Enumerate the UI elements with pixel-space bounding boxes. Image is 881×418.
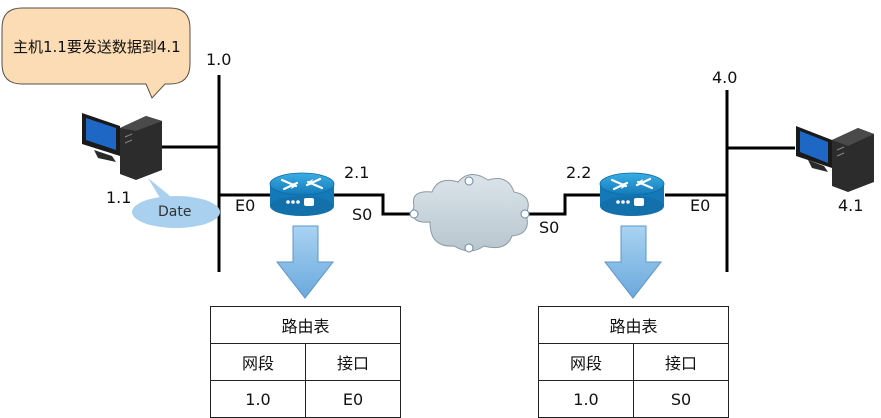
port-s0-right-label: S0 bbox=[539, 218, 560, 237]
arrow-down-left-icon bbox=[275, 225, 335, 299]
routing-table-title: 路由表 bbox=[538, 306, 729, 344]
table-row: 1.0 S0 bbox=[538, 380, 729, 418]
network-right-label: 4.0 bbox=[712, 68, 738, 87]
packet-label: Date bbox=[158, 204, 192, 220]
cell-interface: S0 bbox=[633, 380, 729, 418]
column-header-interface: 接口 bbox=[633, 343, 729, 381]
host-left-label: 1.1 bbox=[106, 188, 132, 207]
routing-table-right: 路由表 网段 接口 1.0 S0 bbox=[538, 306, 729, 418]
computer-right-icon bbox=[796, 126, 874, 192]
cell-segment: 1.0 bbox=[538, 380, 634, 418]
cell-segment: 1.0 bbox=[210, 380, 306, 418]
arrow-down-right-icon bbox=[603, 225, 663, 299]
packet-bubble bbox=[132, 178, 220, 228]
ip-2-1-label: 2.1 bbox=[344, 163, 370, 182]
router-right bbox=[599, 172, 665, 216]
serial-link-left bbox=[334, 193, 420, 216]
column-header-interface: 接口 bbox=[305, 343, 401, 381]
column-header-segment: 网段 bbox=[210, 343, 306, 381]
table-row: 1.0 E0 bbox=[210, 380, 401, 418]
ip-2-2-label: 2.2 bbox=[566, 163, 592, 182]
port-e0-left-label: E0 bbox=[235, 196, 256, 215]
callout-text: 主机1.1要发送数据到4.1 bbox=[13, 38, 181, 56]
column-header-segment: 网段 bbox=[538, 343, 634, 381]
computer-left-icon bbox=[82, 113, 162, 180]
wan-cloud bbox=[409, 174, 530, 253]
host-right-label: 4.1 bbox=[838, 196, 864, 215]
router-left bbox=[269, 172, 335, 216]
network-left-label: 1.0 bbox=[206, 50, 232, 69]
serial-link-right bbox=[520, 193, 600, 216]
network-diagram bbox=[1, 7, 874, 299]
port-s0-left-label: S0 bbox=[352, 205, 373, 224]
port-e0-right-label: E0 bbox=[690, 196, 711, 215]
callout-bubble bbox=[1, 7, 191, 99]
cell-interface: E0 bbox=[305, 380, 401, 418]
routing-table-title: 路由表 bbox=[210, 306, 401, 344]
routing-table-left: 路由表 网段 接口 1.0 E0 bbox=[210, 306, 401, 418]
